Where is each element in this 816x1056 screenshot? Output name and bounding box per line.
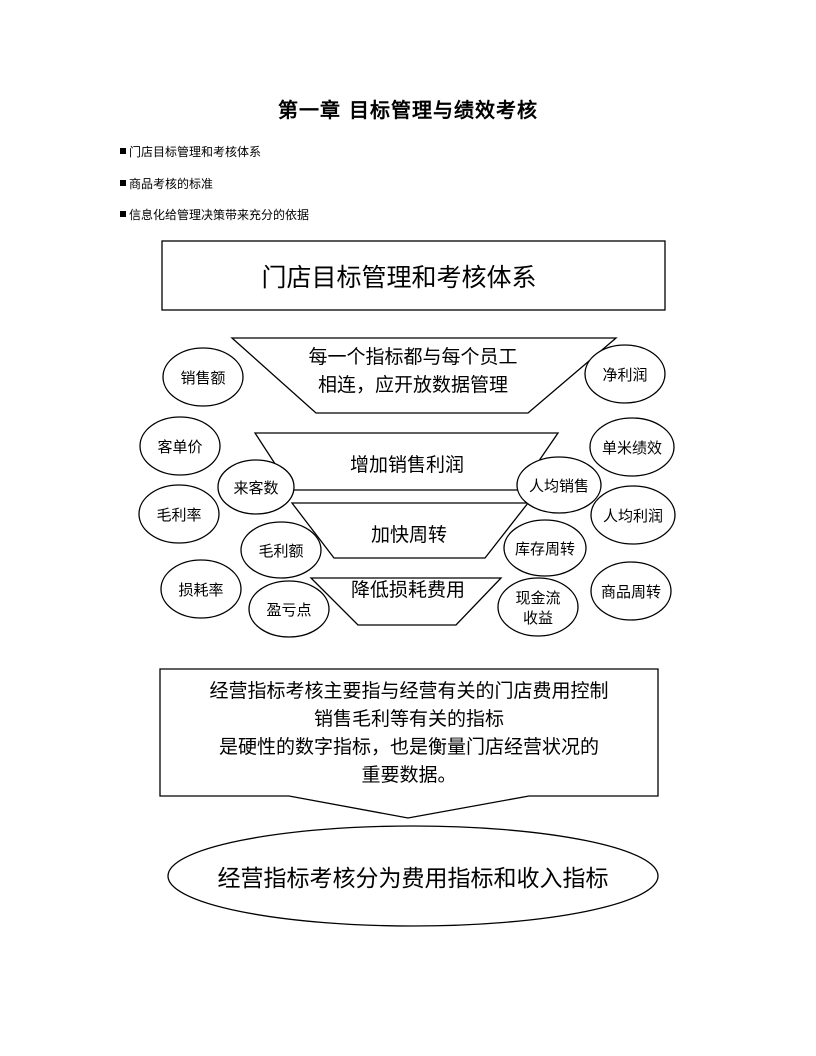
oval-loss-rate xyxy=(160,559,242,619)
arrow-box-line2: 销售毛利等有关的指标 xyxy=(314,708,504,730)
oval-sales-amount xyxy=(162,347,244,407)
funnel-level-1 xyxy=(230,337,618,414)
funnel-level-4 xyxy=(309,577,503,626)
arrow-callout-box xyxy=(159,668,659,819)
oval-sales-per-sqm xyxy=(589,417,675,477)
oval-profit-per-person xyxy=(590,485,676,545)
oval-net-profit xyxy=(584,344,666,404)
oval-customer-count xyxy=(217,459,295,515)
oval-gross-margin-rate-text: 毛利率 xyxy=(156,506,201,524)
bottom-summary-ellipse xyxy=(167,825,659,927)
oval-gross-margin-rate xyxy=(138,484,220,544)
arrow-box-line4: 重要数据。 xyxy=(361,764,456,786)
bullet-text: 信息化给管理决策带来充分的依据 xyxy=(129,208,310,222)
arrow-box-line3: 是硬性的数字指标，也是衡量门店经营状况的 xyxy=(219,736,599,758)
oval-gross-profit-text: 毛利额 xyxy=(258,542,303,560)
funnel-level-1-line2: 相连，应开放数据管理 xyxy=(318,374,508,396)
oval-profit-per-person-text: 人均利润 xyxy=(603,507,663,525)
oval-per-customer-price xyxy=(139,416,221,476)
oval-inventory-turnover-text: 库存周转 xyxy=(515,540,575,558)
bullet-list: 门店目标管理和考核体系 商品考核的标准 信息化给管理决策带来充分的依据 xyxy=(120,144,309,239)
oval-sales-per-sqm-text: 单米绩效 xyxy=(602,439,662,457)
oval-profit-loss-point-text: 盈亏点 xyxy=(266,601,311,619)
oval-customer-count-text: 来客数 xyxy=(233,479,278,497)
oval-gross-profit xyxy=(240,521,322,579)
oval-product-turnover xyxy=(590,561,672,621)
bullet-item-3: 信息化给管理决策带来充分的依据 xyxy=(120,207,309,239)
oval-sales-per-person-text: 人均销售 xyxy=(529,477,589,495)
bullet-text: 门店目标管理和考核体系 xyxy=(129,145,262,159)
bullet-text: 商品考核的标准 xyxy=(129,176,214,191)
funnel-level-4-text: 降低损耗费用 xyxy=(351,579,465,601)
oval-cash-flow-line1: 现金流 xyxy=(515,589,560,607)
oval-profit-loss-point xyxy=(248,580,330,638)
oval-inventory-turnover xyxy=(503,519,587,577)
square-bullet-icon xyxy=(120,148,126,154)
oval-sales-amount-text: 销售额 xyxy=(180,369,225,387)
funnel-level-3-text: 加快周转 xyxy=(371,524,447,546)
page-title: 第一章 目标管理与绩效考核 xyxy=(278,98,538,122)
funnel-level-1-line1: 每一个指标都与每个员工 xyxy=(308,346,517,368)
oval-product-turnover-text: 商品周转 xyxy=(601,583,661,601)
square-bullet-icon xyxy=(120,179,126,186)
oval-per-customer-price-text: 客单价 xyxy=(157,438,202,456)
arrow-box-line1: 经营指标考核主要指与经营有关的门店费用控制 xyxy=(209,680,608,702)
oval-cash-flow xyxy=(497,577,579,637)
funnel-level-3 xyxy=(290,502,530,559)
bullet-item-2: 商品考核的标准 xyxy=(120,176,309,208)
bottom-summary-text: 经营指标考核分为费用指标和收入指标 xyxy=(218,866,609,892)
funnel-level-2-text: 增加销售利润 xyxy=(350,454,464,476)
oval-loss-rate-text: 损耗率 xyxy=(178,581,223,599)
bullet-item-1: 门店目标管理和考核体系 xyxy=(120,144,309,176)
header-box xyxy=(161,240,666,311)
header-box-text: 门店目标管理和考核体系 xyxy=(261,263,536,292)
square-bullet-icon xyxy=(120,211,126,217)
oval-net-profit-text: 净利润 xyxy=(602,366,647,384)
oval-cash-flow-line2: 收益 xyxy=(523,609,553,627)
oval-sales-per-person xyxy=(516,456,602,514)
